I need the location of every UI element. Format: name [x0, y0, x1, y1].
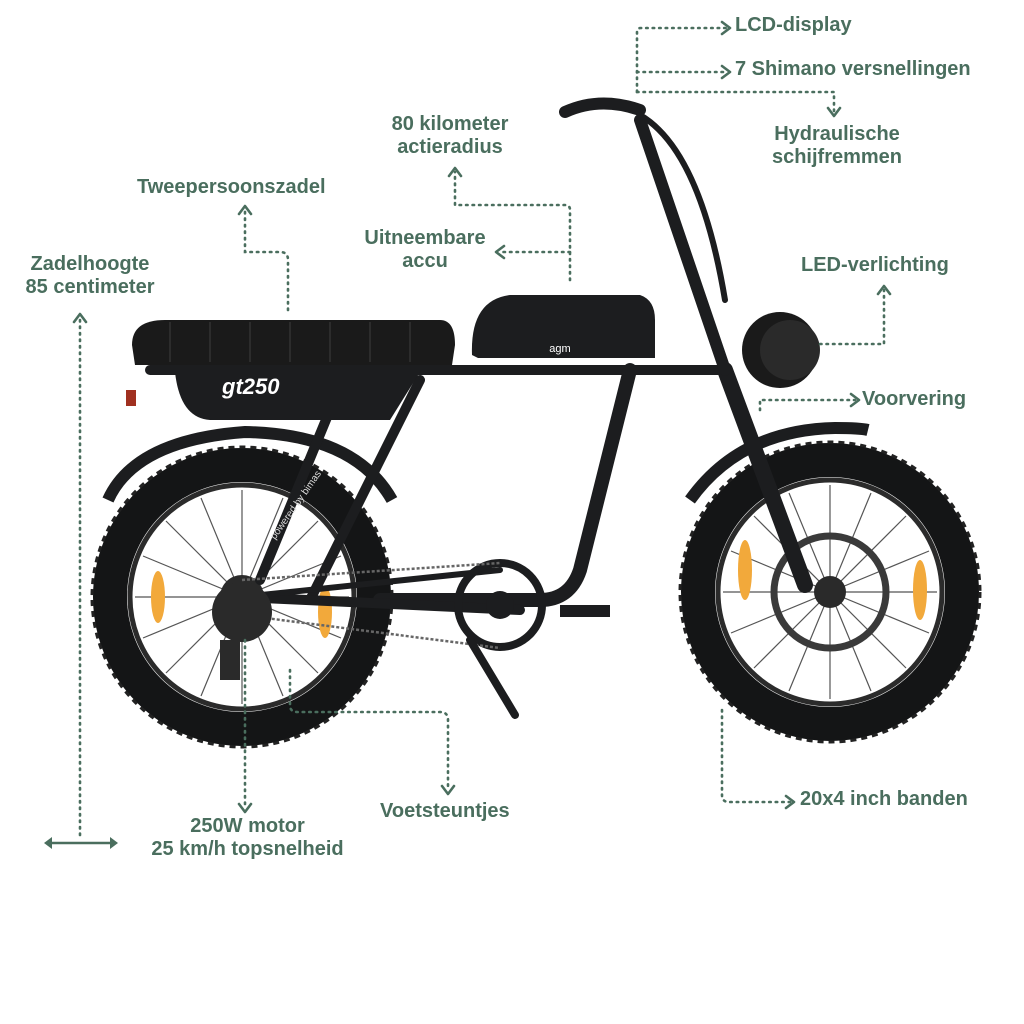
leader-lcd: [635, 26, 729, 94]
label-removable-battery: Uitneembare accu: [345, 227, 505, 273]
cassette: [212, 582, 272, 642]
front-fork: [717, 362, 813, 593]
battery: [471, 295, 655, 358]
rear-light: [126, 390, 136, 406]
label-lcd-display: LCD-display: [735, 14, 852, 36]
chainring: [454, 559, 546, 651]
ground-line-ends: [44, 837, 118, 849]
front-wheel: [678, 440, 982, 744]
handlebar-stem: [634, 114, 731, 376]
leader-footrests: [288, 668, 450, 792]
arrow-brakes: [826, 106, 842, 118]
front-fender: [685, 421, 870, 504]
front-reflector-left: [738, 540, 752, 600]
label-footrests: Voetsteuntjes: [380, 800, 510, 822]
label-brakes-line2: schijfremmen: [771, 146, 903, 168]
label-motor-line1: 250W motor: [190, 815, 305, 837]
label-motor: 250W motor 25 km/h topsnelheid: [125, 815, 370, 861]
label-range: 80 kilometer actieradius: [370, 113, 530, 159]
leader-brakes: [635, 90, 836, 115]
label-shimano-gears: 7 Shimano versnellingen: [735, 58, 971, 80]
arrow-battery: [494, 244, 506, 260]
label-battery-line2: accu: [402, 250, 448, 272]
arrow-seat: [237, 204, 253, 216]
label-motor-line2: 25 km/h topsnelheid: [151, 838, 344, 860]
handlebar: [559, 97, 646, 118]
label-led-lighting: LED-verlichting: [801, 254, 949, 276]
arrow-range: [447, 166, 463, 178]
leader-seat: [243, 208, 290, 312]
battery-logo: agm: [549, 343, 570, 355]
seat-base: [175, 372, 420, 420]
front-reflector-right: [913, 560, 927, 620]
label-hydraulic-brakes: Hydraulische schijfremmen: [752, 123, 922, 169]
kickstand: [466, 636, 519, 719]
label-range-line2: actieradius: [397, 136, 503, 158]
rear-fender: [102, 425, 398, 504]
label-front-suspension: Voorvering: [862, 388, 967, 410]
label-double-seat: Tweepersoonszadel: [137, 176, 326, 198]
arrow-seat-height: [72, 312, 88, 324]
rear-reflector-left: [151, 571, 165, 623]
leader-suspension: [758, 398, 857, 412]
arrow-led: [876, 284, 892, 296]
pedal: [560, 605, 610, 617]
leader-led: [818, 288, 886, 346]
derailleur: [220, 640, 240, 680]
label-range-line1: 80 kilometer: [391, 113, 509, 135]
seat: [132, 320, 455, 365]
brake-disc: [770, 532, 890, 652]
label-seat-height-line1: Zadelhoogte: [30, 253, 150, 275]
label-battery-line1: Uitneembare: [364, 227, 486, 249]
arrow-motor: [237, 802, 253, 814]
arrow-tires: [784, 794, 796, 810]
label-brakes-line1: Hydraulische: [774, 123, 900, 145]
arrow-footrests: [440, 784, 456, 796]
leader-range: [453, 170, 572, 282]
model-logo: gt250: [221, 374, 280, 399]
arrow-gears: [720, 64, 732, 80]
chain: [241, 561, 501, 650]
label-seat-height: Zadelhoogte 85 centimeter: [10, 253, 170, 299]
brake-cables: [637, 112, 728, 303]
arrow-lcd: [720, 20, 732, 36]
label-tires: 20x4 inch banden: [800, 788, 968, 810]
label-seat-height-line2: 85 centimeter: [25, 276, 155, 298]
leader-tires: [720, 708, 792, 804]
arrow-suspension: [849, 392, 861, 408]
